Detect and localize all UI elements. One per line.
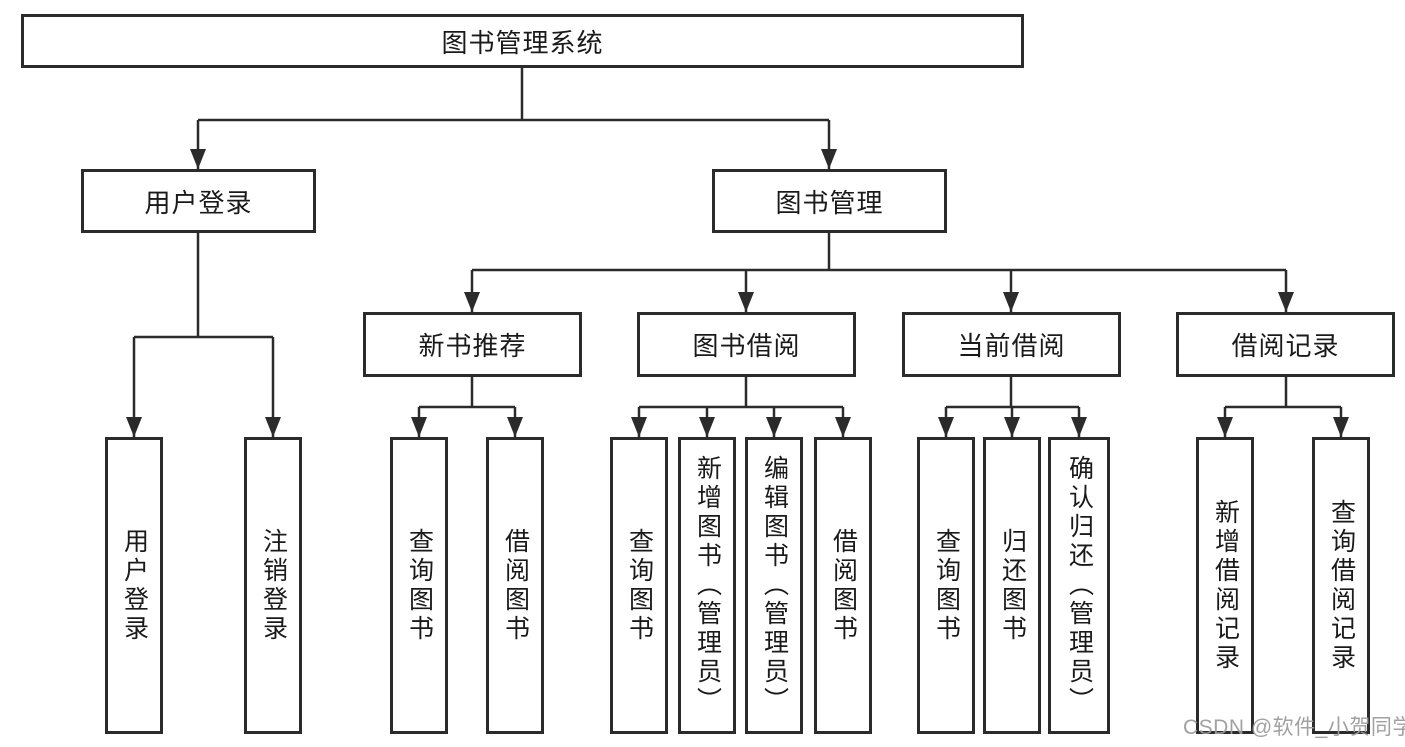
node-label: 新增借阅记录 xyxy=(1211,498,1240,673)
connector-trunks xyxy=(134,68,1341,409)
node-label: 查询借阅记录 xyxy=(1327,498,1356,673)
node-label: 图书管理系统 xyxy=(441,27,604,58)
node-leaf-confirm-return-admin: 确认归还（管理员） xyxy=(1048,437,1110,734)
node-label: 新增图书（管理员） xyxy=(693,455,722,716)
node-leaf-logout: 注销登录 xyxy=(244,437,302,734)
node-label: 借阅图书 xyxy=(829,527,858,644)
node-label: 图书借阅 xyxy=(692,331,801,361)
node-library-system: 图书管理系统 xyxy=(21,14,1024,68)
node-label: 确认归还（管理员） xyxy=(1065,455,1094,716)
node-label: 借阅记录 xyxy=(1231,331,1340,361)
node-label: 查询图书 xyxy=(932,527,961,644)
node-borrowing-records: 借阅记录 xyxy=(1176,312,1395,377)
node-label: 用户登录 xyxy=(144,187,253,218)
node-leaf-search-books-current: 查询图书 xyxy=(917,437,975,734)
node-label: 图书管理 xyxy=(775,187,884,218)
node-label: 归还图书 xyxy=(998,527,1027,644)
node-new-book-recommendation: 新书推荐 xyxy=(363,312,582,377)
node-label: 借阅图书 xyxy=(501,527,530,644)
node-label: 用户登录 xyxy=(120,527,149,644)
node-leaf-borrow-books: 借阅图书 xyxy=(814,437,872,734)
node-label: 当前借阅 xyxy=(957,331,1066,361)
node-book-management: 图书管理 xyxy=(712,169,947,233)
node-current-borrowing: 当前借阅 xyxy=(902,312,1121,377)
node-leaf-borrow-books-recommend: 借阅图书 xyxy=(486,437,544,734)
node-leaf-search-books-borrowing: 查询图书 xyxy=(610,437,668,734)
connectors-level2 xyxy=(190,120,837,169)
node-user-login: 用户登录 xyxy=(81,169,316,233)
node-leaf-search-books-recommend: 查询图书 xyxy=(390,437,448,734)
node-leaf-add-borrow-record: 新增借阅记录 xyxy=(1196,437,1254,734)
node-label: 新书推荐 xyxy=(418,331,527,361)
node-leaf-edit-book-admin: 编辑图书（管理员） xyxy=(745,437,803,734)
csdn-watermark: CSDN @软件_小贺同学 xyxy=(1183,716,1405,739)
node-label: 查询图书 xyxy=(405,527,434,644)
connectors-leaves xyxy=(126,337,1349,437)
connectors-level3 xyxy=(464,270,1294,312)
node-leaf-search-borrow-record: 查询借阅记录 xyxy=(1312,437,1370,734)
node-book-borrowing: 图书借阅 xyxy=(637,312,856,377)
node-label: 查询图书 xyxy=(625,527,654,644)
node-leaf-return-books: 归还图书 xyxy=(983,437,1041,734)
node-label: 编辑图书（管理员） xyxy=(760,455,789,716)
node-leaf-add-book-admin: 新增图书（管理员） xyxy=(678,437,736,734)
node-leaf-user-login: 用户登录 xyxy=(105,437,163,734)
node-label: 注销登录 xyxy=(259,527,288,644)
